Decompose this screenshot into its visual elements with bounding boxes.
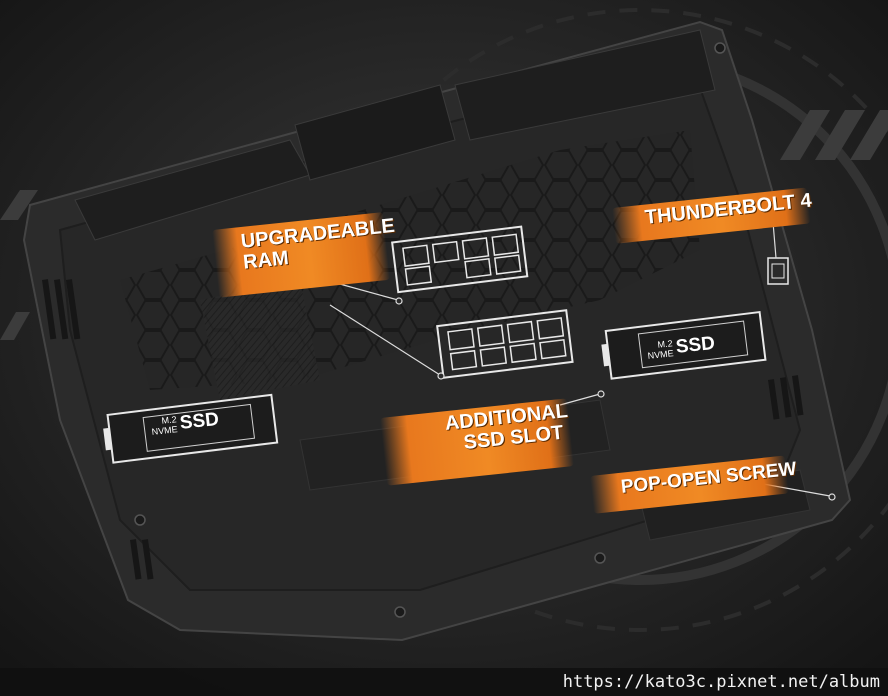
ram-module-bottom	[436, 309, 574, 379]
ssd-outline-left	[103, 393, 279, 464]
chassis-screws	[134, 42, 726, 618]
ssd-label-left-big: SSD	[178, 408, 220, 434]
watermark-bar	[0, 668, 888, 696]
ssd-outline-right	[601, 310, 767, 380]
side-vent-left	[41, 279, 154, 580]
background-hazard-stripes	[0, 110, 888, 340]
ssd-label-right-big: SSD	[674, 332, 716, 358]
ssd-label-right-line2: NVME	[647, 348, 675, 361]
ram-module-top	[391, 225, 529, 294]
ssd-label-left-line2: NVME	[151, 424, 179, 437]
watermark-text: https://kato3c.pixnet.net/album	[562, 672, 880, 692]
striped-vent	[200, 280, 320, 400]
thunderbolt-connector	[767, 257, 789, 285]
exhaust-vent-right	[454, 29, 716, 141]
exhaust-vent-center	[294, 84, 456, 181]
side-vent-right	[767, 375, 804, 420]
